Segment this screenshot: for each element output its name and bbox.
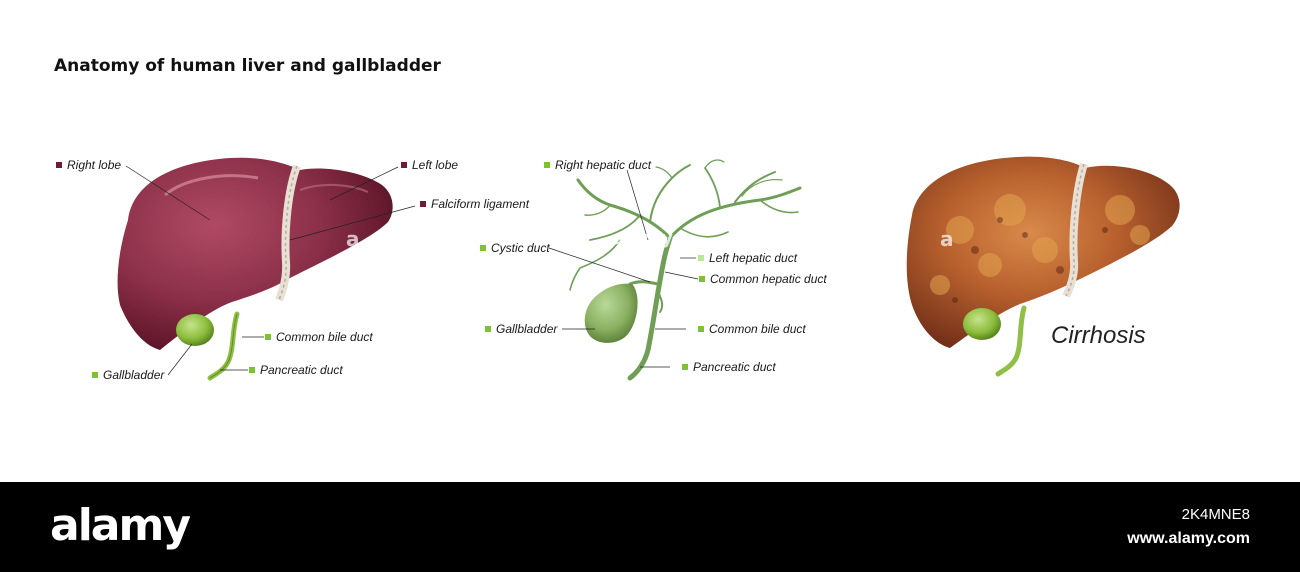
label-gallbladder: Gallbladder — [92, 368, 164, 382]
page-title: Anatomy of human liver and gallbladder — [54, 56, 441, 76]
bile-duct-shape-3 — [995, 305, 1027, 377]
marker-square — [699, 276, 705, 282]
label-pancreatic-duct-2: Pancreatic duct — [682, 360, 776, 374]
alamy-watermark-text: alamy — [612, 228, 673, 249]
label-text: Pancreatic duct — [693, 360, 776, 374]
site-link[interactable]: www.alamy.com — [1127, 530, 1250, 547]
leader-lines-panel2 — [548, 169, 699, 368]
anatomy-illustration: a alamy — [117, 156, 1180, 381]
label-falciform-ligament: Falciform ligament — [420, 197, 529, 211]
label-common-bile-duct: Common bile duct — [265, 330, 373, 344]
bile-duct-shape — [207, 311, 240, 381]
svg-text:a: a — [346, 227, 360, 251]
marker-square — [682, 364, 688, 370]
marker-square — [56, 162, 62, 168]
label-common-hepatic-duct: Common hepatic duct — [699, 272, 827, 286]
label-right-hepatic-duct: Right hepatic duct — [544, 158, 651, 172]
label-text: Cystic duct — [491, 241, 550, 255]
marker-square — [698, 326, 704, 332]
label-text: Gallbladder — [496, 322, 558, 336]
leader-lines-panel1 — [125, 165, 416, 376]
label-text: Common hepatic duct — [710, 272, 827, 286]
healthy-liver — [117, 157, 393, 350]
label-text: Gallbladder — [103, 368, 165, 382]
marker-square — [420, 201, 426, 207]
label-gallbladder-2: Gallbladder — [485, 322, 557, 336]
image-id: 2K4MNE8 — [1181, 506, 1250, 523]
marker-square — [544, 162, 550, 168]
label-text: Pancreatic duct — [260, 363, 343, 377]
marker-square — [249, 367, 255, 373]
svg-text:alamy: alamy — [612, 228, 673, 249]
gallbladder-shape — [176, 314, 214, 346]
label-left-hepatic-duct: Left hepatic duct — [698, 251, 797, 265]
label-text: Common bile duct — [709, 322, 806, 336]
label-right-lobe: Right lobe — [56, 158, 121, 172]
footer-bar: alamy 2K4MNE8 www.alamy.com — [0, 482, 1300, 572]
marker-square — [480, 245, 486, 251]
label-text: Right hepatic duct — [555, 158, 652, 172]
cirrhotic-liver — [906, 156, 1180, 348]
label-text: Left hepatic duct — [709, 251, 798, 265]
marker-square — [265, 334, 271, 340]
label-text: Right lobe — [67, 158, 122, 172]
marker-square — [92, 372, 98, 378]
alamy-a-watermark-icon: a — [346, 227, 360, 251]
label-text: Left lobe — [412, 158, 459, 172]
svg-text:a: a — [940, 227, 954, 251]
label-common-bile-duct-2: Common bile duct — [698, 322, 806, 336]
falciform-ligament — [275, 164, 301, 302]
marker-square — [401, 162, 407, 168]
label-left-lobe: Left lobe — [401, 158, 458, 172]
marker-square — [485, 326, 491, 332]
cirrhosis-caption: Cirrhosis — [1051, 322, 1146, 349]
gallbladder-shape-2 — [584, 283, 638, 343]
gallbladder-shape-3 — [963, 308, 1001, 340]
brand-logo[interactable]: alamy — [50, 500, 191, 551]
label-pancreatic-duct: Pancreatic duct — [249, 363, 343, 377]
label-cystic-duct: Cystic duct — [480, 241, 550, 255]
marker-square — [698, 255, 704, 261]
label-text: Falciform ligament — [431, 197, 530, 211]
falciform-ligament-2 — [1062, 162, 1088, 298]
biliary-tree — [569, 159, 802, 381]
label-text: Common bile duct — [276, 330, 373, 344]
alamy-a-watermark-icon-3: a — [940, 227, 954, 251]
